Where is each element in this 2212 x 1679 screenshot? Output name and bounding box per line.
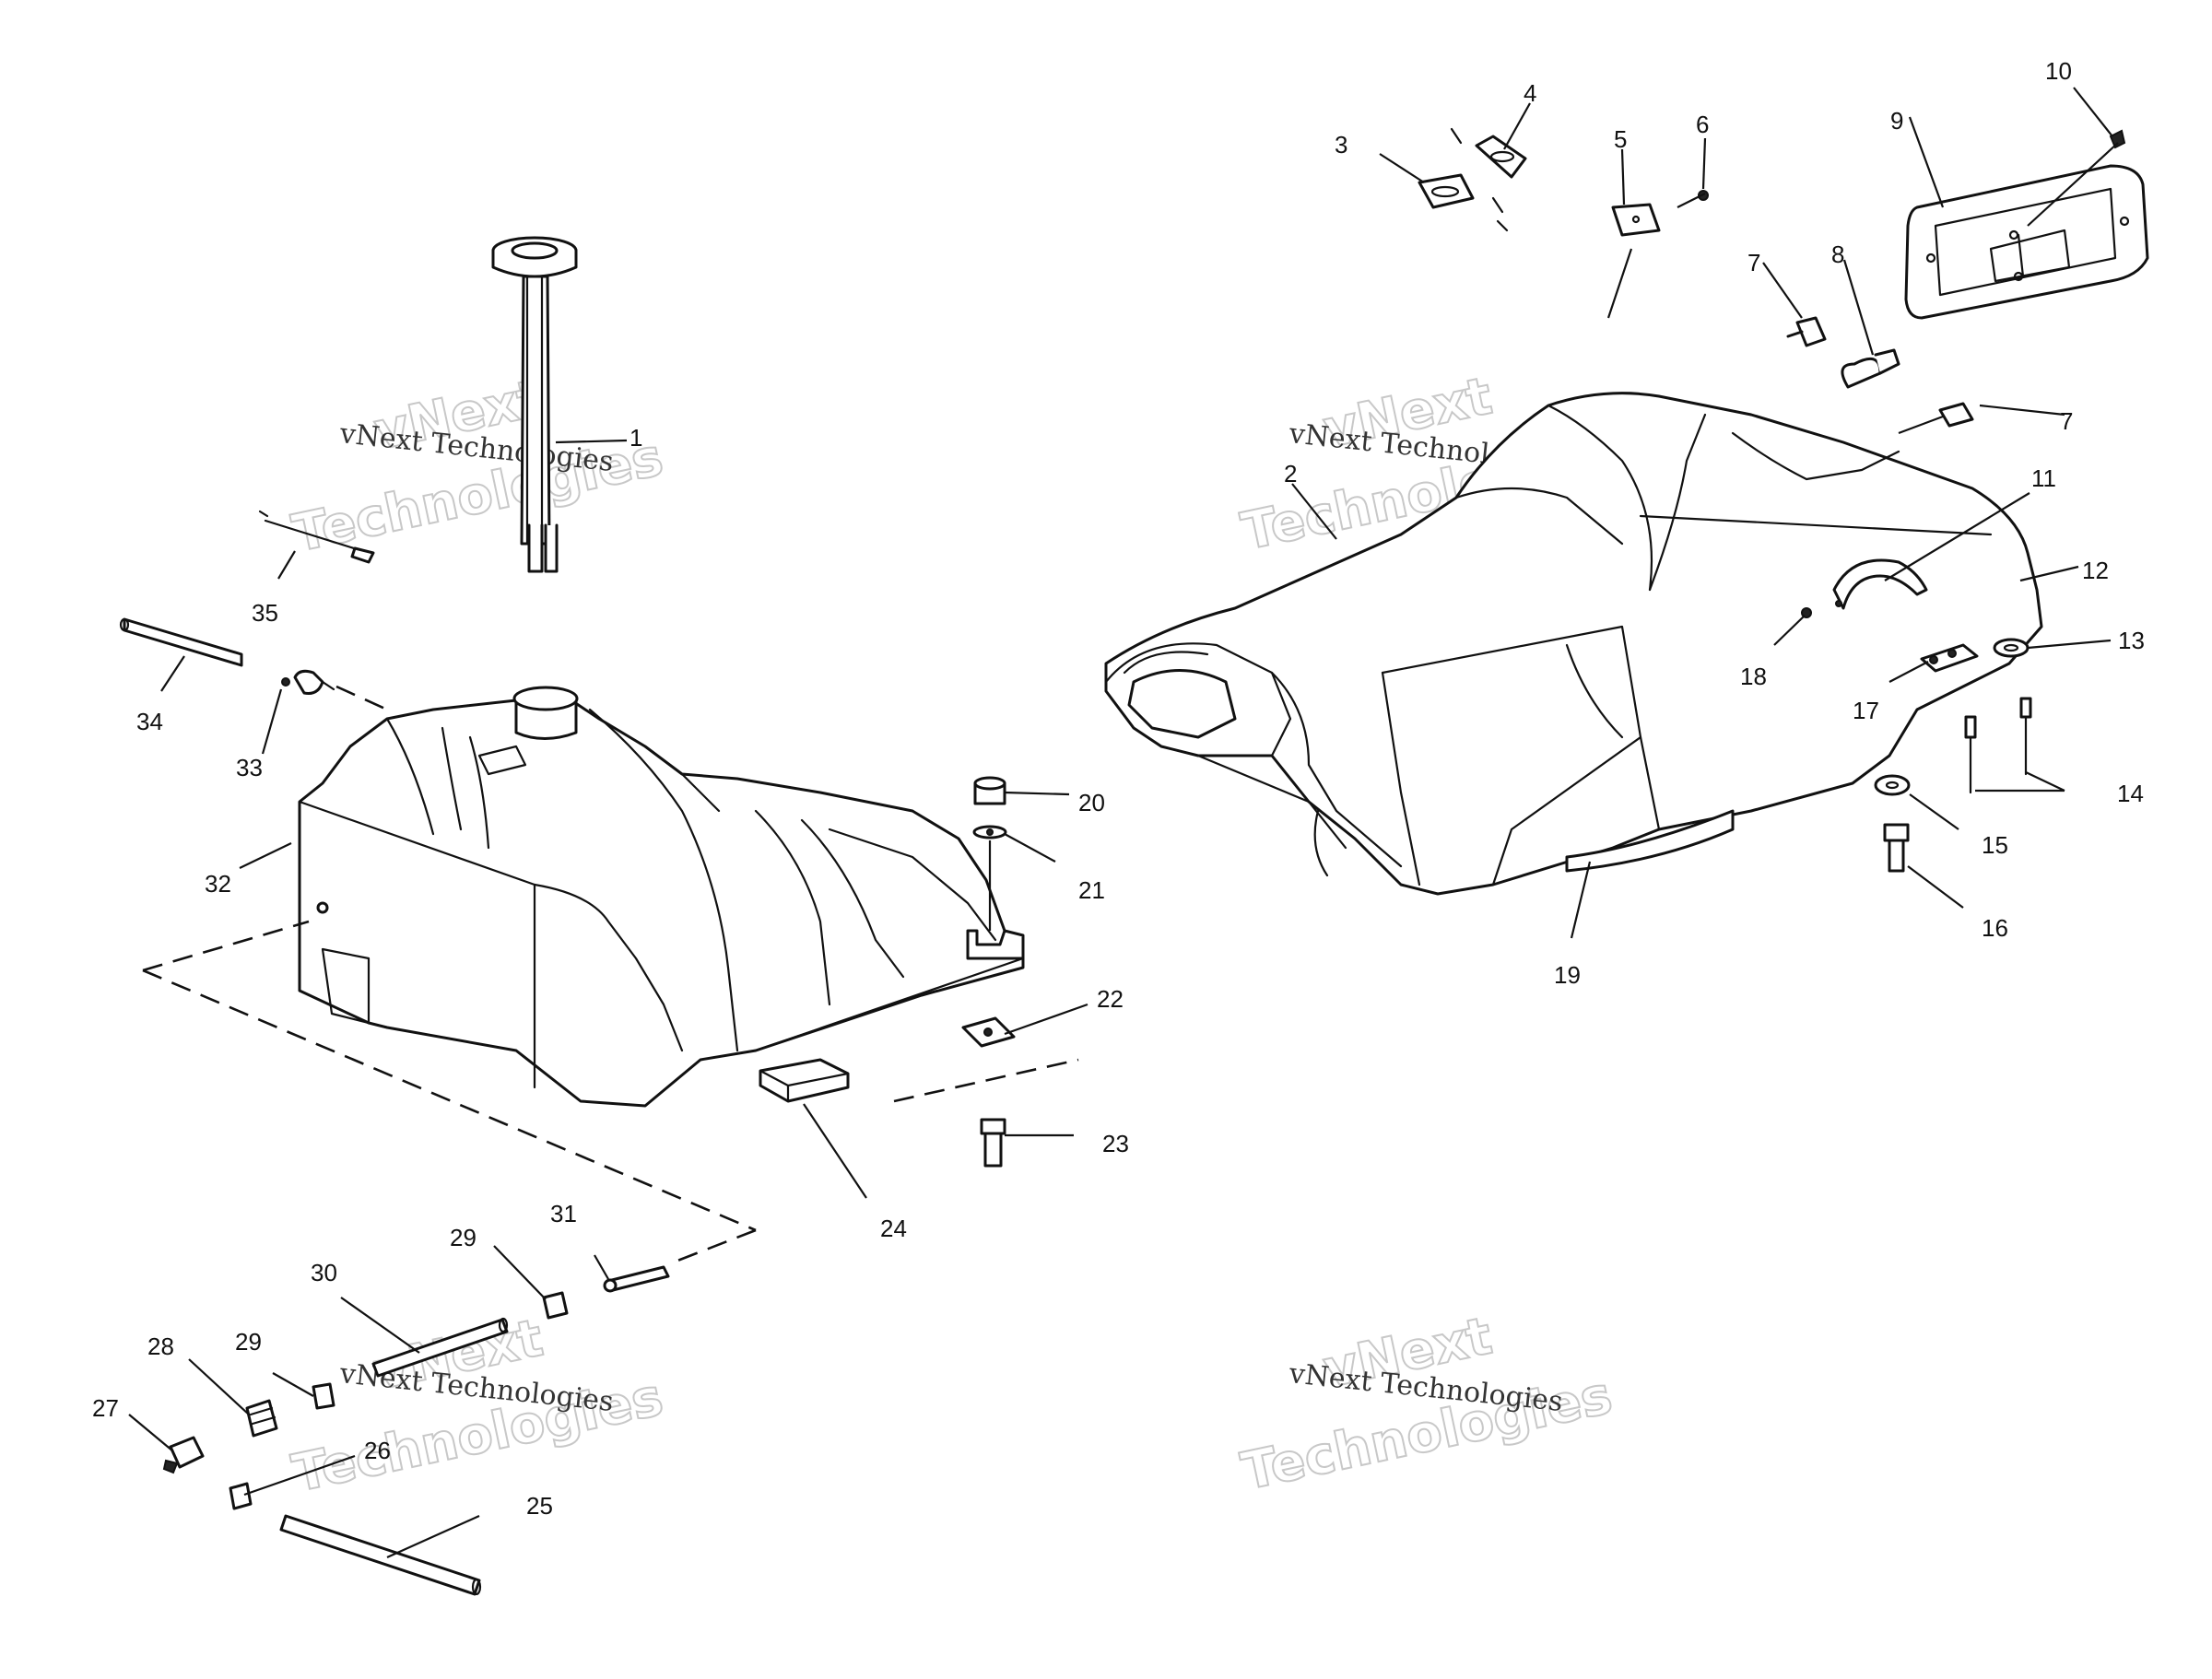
part-10-screw	[2027, 129, 2126, 227]
part-14-pins	[1964, 697, 2032, 794]
part-7-socket-lower	[1898, 402, 1974, 435]
callout-3: 3	[1335, 131, 1347, 159]
callout-10: 10	[2045, 57, 2072, 85]
part-28-coupler	[245, 1399, 278, 1438]
callout-20: 20	[1078, 789, 1105, 816]
part-8-bulb	[1841, 348, 1900, 389]
callout-12: 12	[2082, 557, 2109, 584]
callout-24: 24	[880, 1215, 907, 1242]
callout-4: 4	[1524, 79, 1536, 107]
callout-1: 1	[629, 424, 642, 452]
callout-29-lower: 29	[235, 1328, 262, 1356]
callout-28: 28	[147, 1333, 174, 1360]
callout-8: 8	[1831, 241, 1844, 268]
part-32-fuel-tank	[298, 686, 1025, 1108]
callout-35: 35	[252, 599, 278, 627]
callout-13: 13	[2118, 627, 2145, 654]
part-13-washer	[1993, 638, 2030, 658]
part-16-bolt	[1883, 823, 1910, 873]
callout-31: 31	[550, 1200, 577, 1227]
callout-30: 30	[311, 1259, 337, 1286]
callout-7-lower: 7	[2060, 407, 2073, 435]
part-25-hose	[279, 1514, 482, 1596]
callout-33: 33	[236, 754, 263, 781]
callout-19: 19	[1554, 961, 1581, 989]
part-4-grommet	[1450, 127, 1527, 232]
part-17-pad	[1920, 643, 1979, 673]
part-3-grommet	[1418, 173, 1475, 209]
part-31-fitting	[603, 1265, 670, 1293]
callout-14: 14	[2117, 780, 2144, 807]
callout-5: 5	[1614, 125, 1627, 153]
part-22-plate	[961, 1016, 1016, 1048]
callout-7-upper: 7	[1747, 249, 1760, 276]
part-2-seat	[1104, 392, 2043, 896]
callout-16: 16	[1982, 914, 2008, 942]
part-6-screw	[1677, 190, 1709, 208]
callout-26: 26	[364, 1437, 391, 1464]
leader-lines	[128, 87, 2113, 1559]
part-33-valve	[281, 669, 335, 695]
callout-2: 2	[1284, 460, 1297, 487]
part-30-hose	[371, 1317, 509, 1378]
part-20-nut	[973, 776, 1006, 805]
callout-25: 25	[526, 1492, 553, 1520]
callout-32: 32	[205, 870, 231, 898]
part-9-taillight-lens	[1904, 164, 2149, 320]
callout-labels: 1 2 3 4 5 6 7 7 8 9 10 11 12 13 14 15 16…	[92, 57, 2145, 1520]
part-29-cap-upper	[542, 1291, 569, 1320]
callout-6: 6	[1696, 111, 1709, 138]
callout-15: 15	[1982, 831, 2008, 859]
callout-34: 34	[136, 708, 163, 735]
callout-27: 27	[92, 1394, 119, 1422]
part-27-valve	[162, 1436, 205, 1474]
part-15-washer	[1874, 774, 1911, 796]
part-1-fuel-pickup	[491, 236, 578, 573]
part-23-bolt	[980, 1118, 1006, 1168]
callout-17: 17	[1853, 697, 1879, 724]
callout-9: 9	[1890, 107, 1903, 135]
assembly-lines	[142, 685, 1079, 1264]
callout-11: 11	[2031, 464, 2056, 492]
part-34-hose	[119, 617, 243, 667]
callout-18: 18	[1740, 663, 1767, 690]
callout-22: 22	[1097, 985, 1124, 1013]
part-5-bracket	[1606, 203, 1661, 319]
callout-23: 23	[1102, 1130, 1129, 1157]
part-35-clip	[258, 510, 375, 564]
part-24-pad	[759, 1058, 850, 1103]
part-11-strap	[1832, 558, 1928, 610]
part-21-washer	[972, 825, 1007, 931]
callout-21: 21	[1078, 876, 1105, 904]
part-26-cap	[229, 1482, 253, 1510]
part-7-socket-upper	[1786, 316, 1827, 347]
part-29-cap-lower	[312, 1382, 335, 1410]
callout-29-upper: 29	[450, 1224, 477, 1251]
